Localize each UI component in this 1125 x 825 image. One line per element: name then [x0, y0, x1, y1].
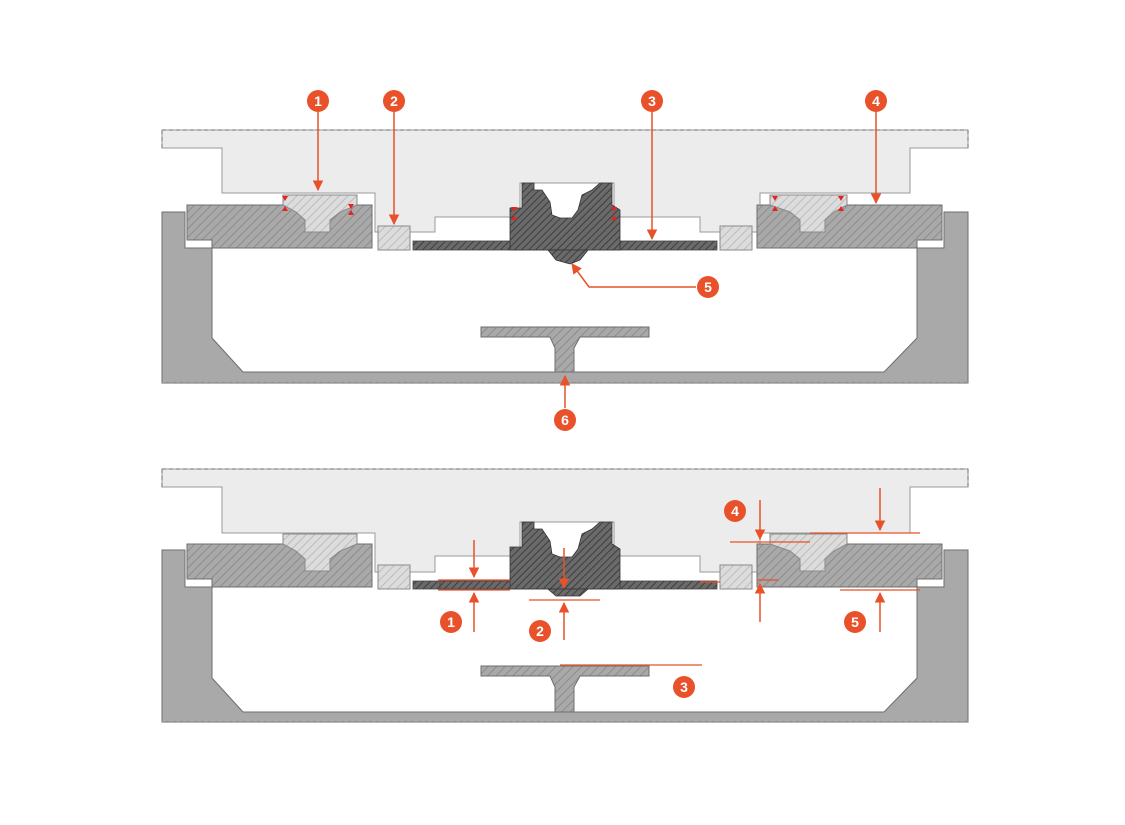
central-motor-part	[509, 182, 621, 251]
dimension-lines	[438, 532, 920, 666]
right-rail-block	[756, 204, 943, 249]
contact-markers	[282, 196, 844, 220]
svg-text:6: 6	[561, 412, 569, 428]
t-beam	[480, 326, 650, 373]
right-carriage-2	[769, 533, 848, 572]
svg-text:3: 3	[648, 93, 656, 109]
svg-text:5: 5	[704, 279, 712, 295]
left-cover-block	[377, 225, 411, 251]
svg-text:1: 1	[447, 614, 455, 630]
left-carriage	[282, 194, 358, 233]
central-bottom-lug	[547, 249, 589, 265]
left-cover-block-2	[377, 564, 411, 590]
central-bottom-lug-2	[546, 588, 590, 597]
right-cover-block-2	[719, 564, 753, 590]
callout-badge-6: 6	[554, 409, 576, 431]
right-carriage	[769, 194, 848, 233]
central-motor-part-2	[509, 521, 621, 590]
callout-badge-2: 2	[383, 90, 405, 112]
dimension-arrows	[468, 488, 886, 640]
callout-badge-b5: 5	[844, 611, 866, 633]
table-plate-2	[161, 468, 969, 573]
shim-layer	[439, 580, 511, 590]
t-beam-2	[480, 665, 650, 713]
table-plate	[161, 129, 969, 233]
callout-badge-b1: 1	[440, 611, 462, 633]
left-carriage-2	[282, 533, 358, 572]
left-rail-block	[186, 204, 373, 249]
right-cover-block	[719, 225, 753, 251]
callout-badge-5: 5	[697, 276, 719, 298]
svg-text:5: 5	[851, 614, 859, 630]
left-rail-block-2	[186, 543, 373, 588]
callout-badge-3: 3	[641, 90, 663, 112]
svg-text:4: 4	[731, 503, 739, 519]
top-leaders	[312, 112, 882, 408]
right-rail-block-2	[756, 543, 943, 588]
svg-text:3: 3	[680, 679, 688, 695]
svg-text:2: 2	[536, 623, 544, 639]
bottom-section-view: 1 2 3 4 5	[161, 468, 969, 723]
callout-badge-b2: 2	[529, 620, 551, 642]
callout-badge-b4: 4	[724, 500, 746, 522]
machine-body	[161, 211, 969, 384]
svg-text:1: 1	[314, 93, 322, 109]
callout-badge-4: 4	[865, 90, 887, 112]
svg-text:4: 4	[872, 93, 880, 109]
callout-badge-b3: 3	[673, 676, 695, 698]
machine-body-2	[161, 549, 969, 723]
svg-text:2: 2	[390, 93, 398, 109]
callout-badge-1: 1	[307, 90, 329, 112]
top-section-view: 1 2 3 4 5 6	[161, 90, 969, 431]
